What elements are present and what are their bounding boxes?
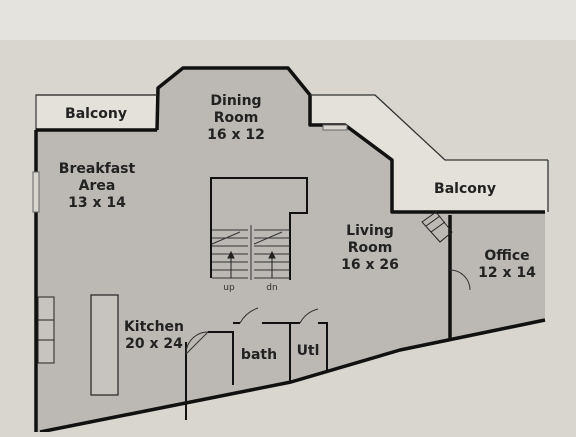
windows [32,124,348,213]
breakfast-area-size: 13 x 14 [68,195,126,211]
balcony-right-area [310,95,548,212]
stairwell [210,177,308,280]
dining-room-label-2: Room [214,110,259,126]
stairs-down-label: dn [266,283,277,293]
living-room-label-2: Room [348,240,393,256]
balcony-railings [36,94,549,212]
dining-room-size: 16 x 12 [207,127,265,143]
door-swings [185,307,319,355]
balcony-left-area [35,94,158,131]
stair-treads [211,225,290,280]
stairs-up-label: up [223,283,235,293]
stair-arrows [227,250,276,278]
office-label: Office [484,248,529,264]
office-door [449,269,471,291]
kitchen-island [90,294,119,396]
dining-room-label-1: Dining [210,93,261,109]
stair-landing [421,211,453,243]
balcony-right-label: Balcony [434,181,496,197]
kitchen-size: 20 x 24 [125,336,183,352]
bath-utility-walls [185,322,328,420]
kitchen-counter [37,296,55,364]
paper-top-strip [0,0,576,40]
bath-label: bath [241,347,277,363]
office-size: 12 x 14 [478,265,536,281]
living-room-size: 16 x 26 [341,257,399,273]
breakfast-area-label-2: Area [79,178,116,194]
balcony-left-label: Balcony [65,106,127,122]
utility-label: Utl [297,343,320,359]
living-room-label-1: Living [346,223,394,239]
breakfast-area-label-1: Breakfast [59,161,136,177]
kitchen-label: Kitchen [124,319,184,335]
